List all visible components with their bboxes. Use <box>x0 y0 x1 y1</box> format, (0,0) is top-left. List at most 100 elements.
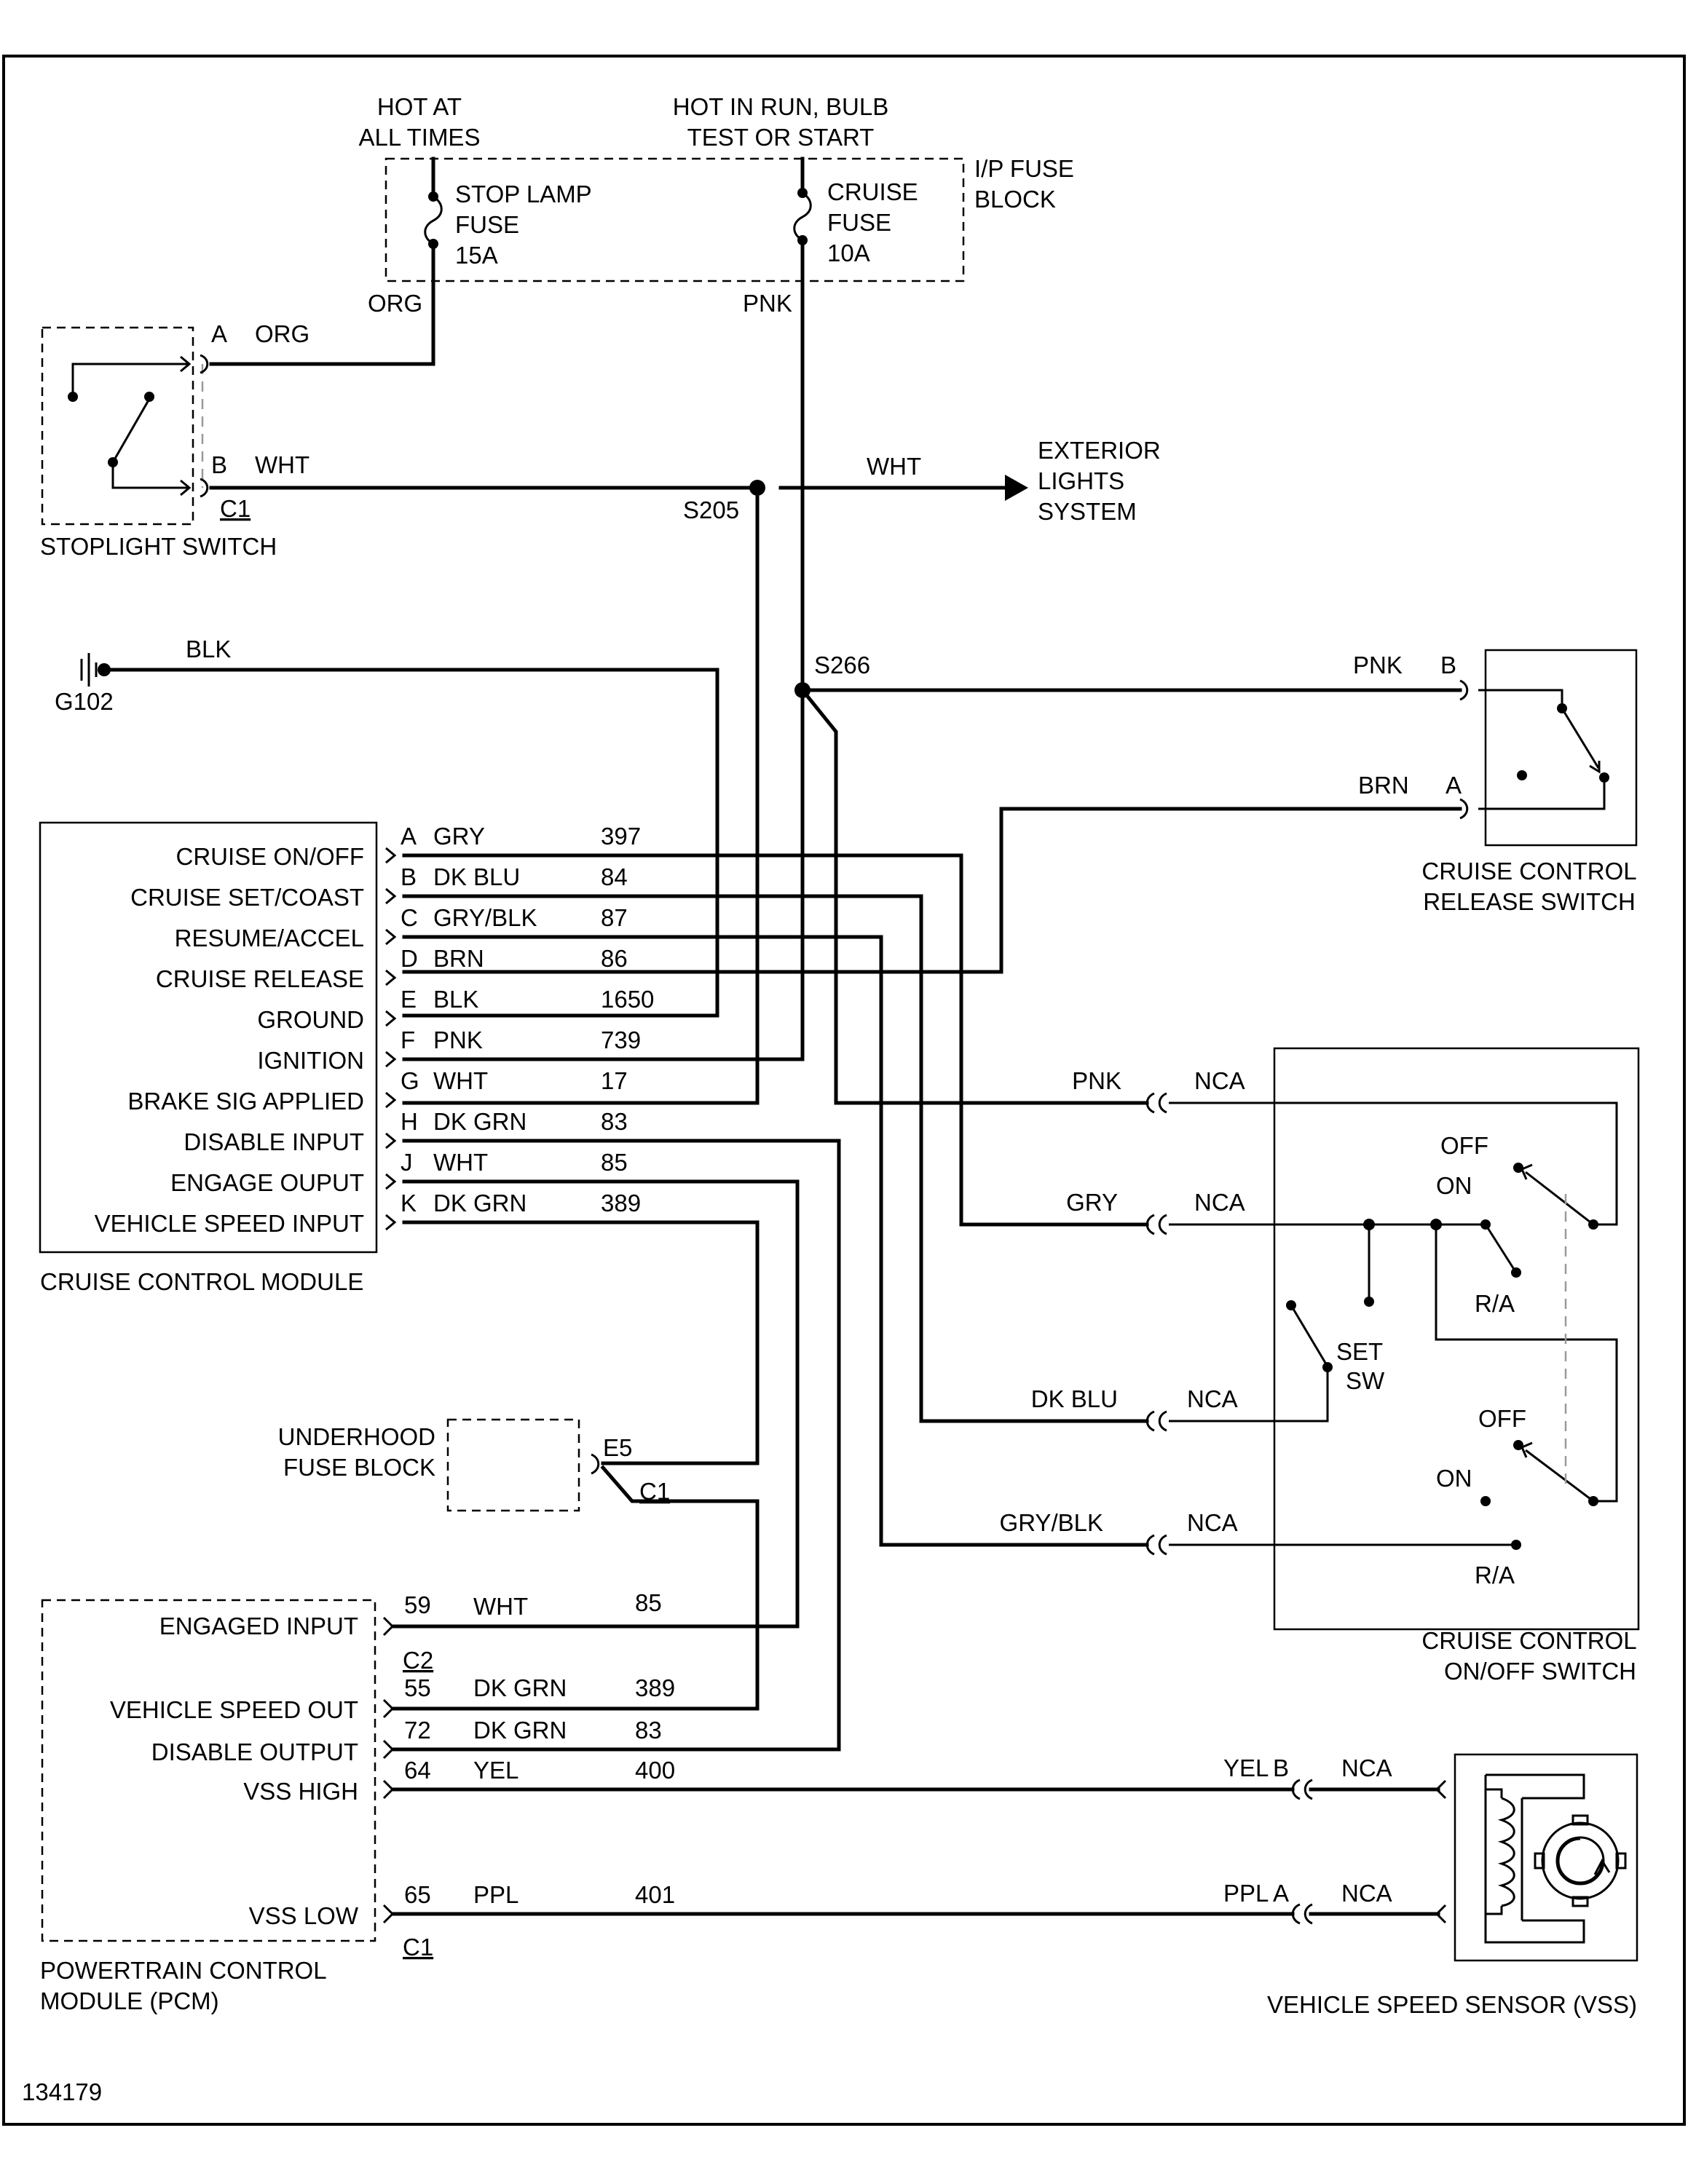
cruise-pin-row: DISABLE INPUT H DK GRN 83 <box>184 1108 627 1155</box>
pin-letter: K <box>401 1190 417 1216</box>
onoff-off2: OFF <box>1478 1405 1526 1432</box>
pin-circuit: 85 <box>635 1589 662 1616</box>
cruise-pin-row: CRUISE RELEASE D BRN 86 <box>156 945 628 992</box>
pin-circuit: 84 <box>601 863 628 890</box>
pcm-pin-row: ENGAGED INPUT 59 WHT 85 <box>159 1589 662 1639</box>
pin-name: CRUISE ON/OFF <box>175 843 364 870</box>
cruise-module-connector-icons <box>385 847 397 1231</box>
pnk-onoff-wire-a <box>800 687 838 1105</box>
pin-letter: D <box>401 945 418 972</box>
stoplight-pin-a: A <box>211 320 227 347</box>
pin-letter: H <box>401 1108 418 1135</box>
pin-name: VSS HIGH <box>243 1778 358 1805</box>
dk-grn-speed-wire-a <box>402 1220 760 1465</box>
release-switch-label-line1: CRUISE CONTROL <box>1421 858 1636 885</box>
pin-number: 64 <box>404 1757 431 1784</box>
pin-letter: B <box>401 863 417 890</box>
underhood-pin-e5: E5 <box>603 1434 632 1461</box>
underhood-connector-c1: C1 <box>639 1478 670 1505</box>
stoplight-switch <box>41 326 209 526</box>
diagram-frame <box>2 55 1686 2126</box>
pin-circuit: 389 <box>601 1190 641 1216</box>
s205-splice-dot <box>749 480 765 496</box>
cruise-fuse-line2: FUSE <box>827 209 891 236</box>
s205-label: S205 <box>683 496 739 523</box>
release-pin-a: A <box>1446 772 1462 799</box>
onoff-pnk-label: PNK <box>1072 1067 1121 1094</box>
pin-circuit: 739 <box>601 1026 641 1053</box>
pin-color: WHT <box>433 1067 488 1094</box>
underhood-label-line2: FUSE BLOCK <box>283 1454 435 1481</box>
onoff-off1: OFF <box>1440 1132 1488 1159</box>
onoff-ra2: R/A <box>1475 1562 1515 1588</box>
pin-number: 72 <box>404 1717 431 1744</box>
pcm-pin-row: DISABLE OUTPUT 72 DK GRN 83 <box>151 1717 662 1765</box>
pin-name: GROUND <box>257 1006 364 1033</box>
hot-at-all-times-line1: HOT AT <box>377 93 462 120</box>
hot-in-run-line2: TEST OR START <box>687 124 875 151</box>
hot-in-run-line1: HOT IN RUN, BULB <box>673 93 888 120</box>
pin-color: BLK <box>433 986 478 1013</box>
exterior-lights-line3: SYSTEM <box>1038 498 1137 525</box>
pin-letter: E <box>401 986 417 1013</box>
pin-name: DISABLE OUTPUT <box>151 1738 358 1765</box>
pin-letter: F <box>401 1026 415 1053</box>
pin-color: WHT <box>433 1149 488 1176</box>
pin-color: DK GRN <box>433 1108 526 1135</box>
pin-letter: C <box>401 904 418 931</box>
release-switch-label-line2: RELEASE SWITCH <box>1423 888 1636 915</box>
set-sw-line1: SET <box>1336 1338 1383 1365</box>
stoplight-pin-a-color: ORG <box>255 320 309 347</box>
pin-name: RESUME/ACCEL <box>175 925 364 951</box>
pin-circuit: 85 <box>601 1149 628 1176</box>
exterior-arrow-icon <box>1005 475 1028 501</box>
stop-lamp-fuse-icon <box>424 157 443 249</box>
vss-pin-a: A <box>1273 1880 1289 1907</box>
pin-name: CRUISE SET/COAST <box>130 884 364 911</box>
pin-color: YEL <box>473 1757 518 1784</box>
pin-name: VEHICLE SPEED INPUT <box>95 1210 364 1237</box>
pin-letter: G <box>401 1067 419 1094</box>
onoff-gry-nca: NCA <box>1194 1189 1245 1216</box>
vss-nca-a: NCA <box>1341 1880 1392 1907</box>
pin-color: DK GRN <box>473 1717 567 1744</box>
cruise-fuse-line3: 10A <box>827 240 870 266</box>
onoff-gry-label: GRY <box>1066 1189 1118 1216</box>
stoplight-connector-c1: C1 <box>220 495 251 522</box>
cruise-pin-row: CRUISE ON/OFF A GRY 397 <box>175 823 641 870</box>
vss-yel-label: YEL <box>1223 1754 1269 1781</box>
pin-circuit: 397 <box>601 823 641 850</box>
pin-color: DK BLU <box>433 863 520 890</box>
cruise-pin-row: CRUISE SET/COAST B DK BLU 84 <box>130 863 628 911</box>
stoplight-pin-b: B <box>211 451 227 478</box>
cruise-pin-row: VEHICLE SPEED INPUT K DK GRN 389 <box>95 1190 642 1237</box>
cruise-module-label: CRUISE CONTROL MODULE <box>40 1268 363 1295</box>
pin-color: BRN <box>433 945 484 972</box>
pin-circuit: 87 <box>601 904 628 931</box>
pin-circuit: 400 <box>635 1757 675 1784</box>
pin-name: BRAKE SIG APPLIED <box>127 1088 364 1115</box>
org-wire <box>209 242 435 366</box>
cruise-pin-row: BRAKE SIG APPLIED G WHT 17 <box>127 1067 627 1115</box>
cruise-pin-row: RESUME/ACCEL C GRY/BLK 87 <box>175 904 628 951</box>
wht-brake-to-cruise-wire <box>402 486 760 1105</box>
pcm-connector-c1: C1 <box>403 1934 433 1961</box>
figure-id: 134179 <box>22 2078 102 2105</box>
dk-blu-set-coast-wire <box>402 894 1149 1423</box>
powertrain-control-module <box>41 1599 376 1942</box>
hot-at-all-times-line2: ALL TIMES <box>359 124 481 151</box>
stop-lamp-fuse-line3: 15A <box>455 242 498 269</box>
pin-color: PNK <box>433 1026 483 1053</box>
fuse-block-label-line2: BLOCK <box>974 186 1056 213</box>
pin-circuit: 1650 <box>601 986 654 1013</box>
stoplight-switch-label: STOPLIGHT SWITCH <box>40 533 277 560</box>
pin-name: DISABLE INPUT <box>184 1128 364 1155</box>
pnk-ignition-wire <box>402 688 805 1061</box>
pin-name: ENGAGE OUPUT <box>170 1169 364 1196</box>
brn-release-wire <box>402 807 1462 974</box>
onoff-on2: ON <box>1436 1465 1472 1492</box>
pin-letter: A <box>401 823 417 850</box>
org-wire-label: ORG <box>368 290 422 317</box>
vss-connector-icons <box>1291 1779 1447 1925</box>
